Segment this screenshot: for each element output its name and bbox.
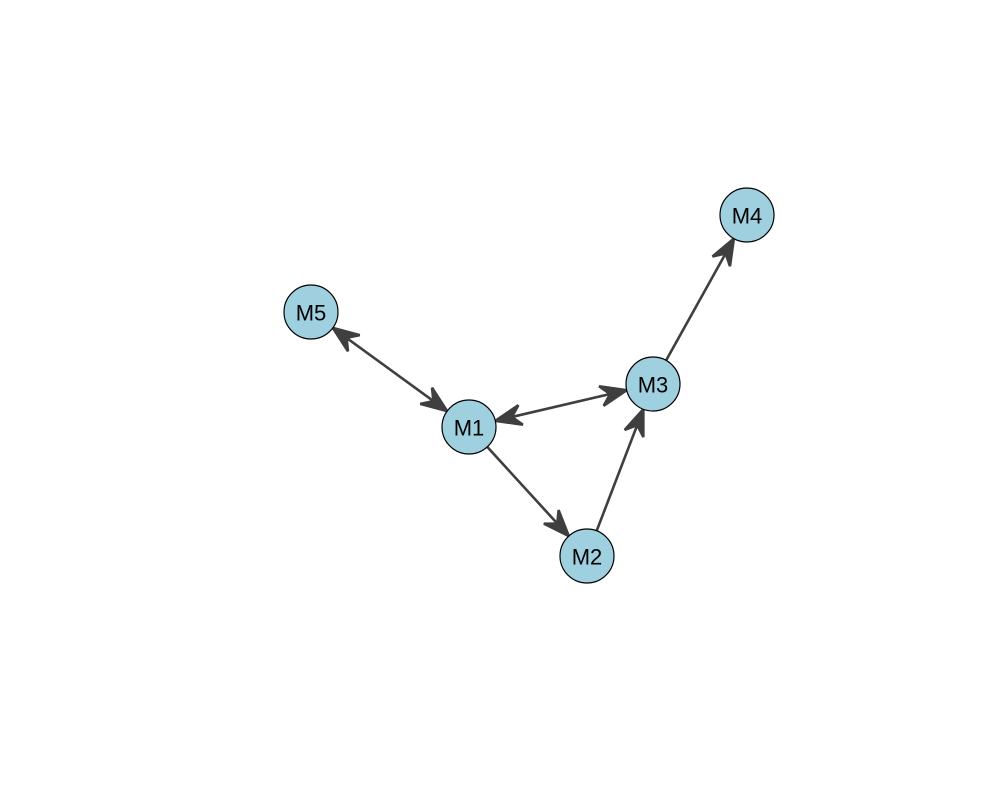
- node-m2[interactable]: M2: [559, 528, 615, 584]
- arrowhead-to-m4: [711, 235, 736, 267]
- node-circle: [283, 284, 339, 340]
- node-circle: [625, 356, 681, 412]
- edge-line: [494, 388, 628, 423]
- node-circle: [441, 399, 497, 455]
- node-m1[interactable]: M1: [441, 399, 497, 455]
- node-m3[interactable]: M3: [625, 356, 681, 412]
- node-label: M3: [638, 373, 669, 398]
- edge-m1-m3: [491, 385, 631, 426]
- node-m4[interactable]: M4: [719, 187, 775, 243]
- edge-line: [664, 237, 736, 362]
- node-circle: [719, 187, 775, 243]
- arrowhead-to-m1: [419, 387, 451, 414]
- edge-line: [332, 326, 448, 413]
- node-label: M2: [572, 545, 603, 570]
- edge-m1-m2: [486, 446, 572, 539]
- arrowhead-to-m2: [543, 509, 572, 539]
- node-m5[interactable]: M5: [283, 284, 339, 340]
- node-label: M1: [454, 416, 485, 441]
- arrowhead-to-m5: [329, 325, 361, 352]
- node-label: M5: [296, 301, 327, 326]
- arrowhead-to-m1: [491, 404, 524, 426]
- node-circle: [559, 528, 615, 584]
- edge-m3-m4: [664, 235, 736, 362]
- arrowhead-to-m3: [623, 405, 645, 438]
- arrowhead-to-m3: [598, 385, 631, 407]
- edge-m1-m5: [329, 325, 451, 414]
- edge-line: [595, 408, 645, 532]
- edges-layer: [329, 235, 736, 539]
- edge-m2-m3: [595, 405, 645, 532]
- edge-line: [486, 446, 570, 537]
- node-label: M4: [732, 204, 763, 229]
